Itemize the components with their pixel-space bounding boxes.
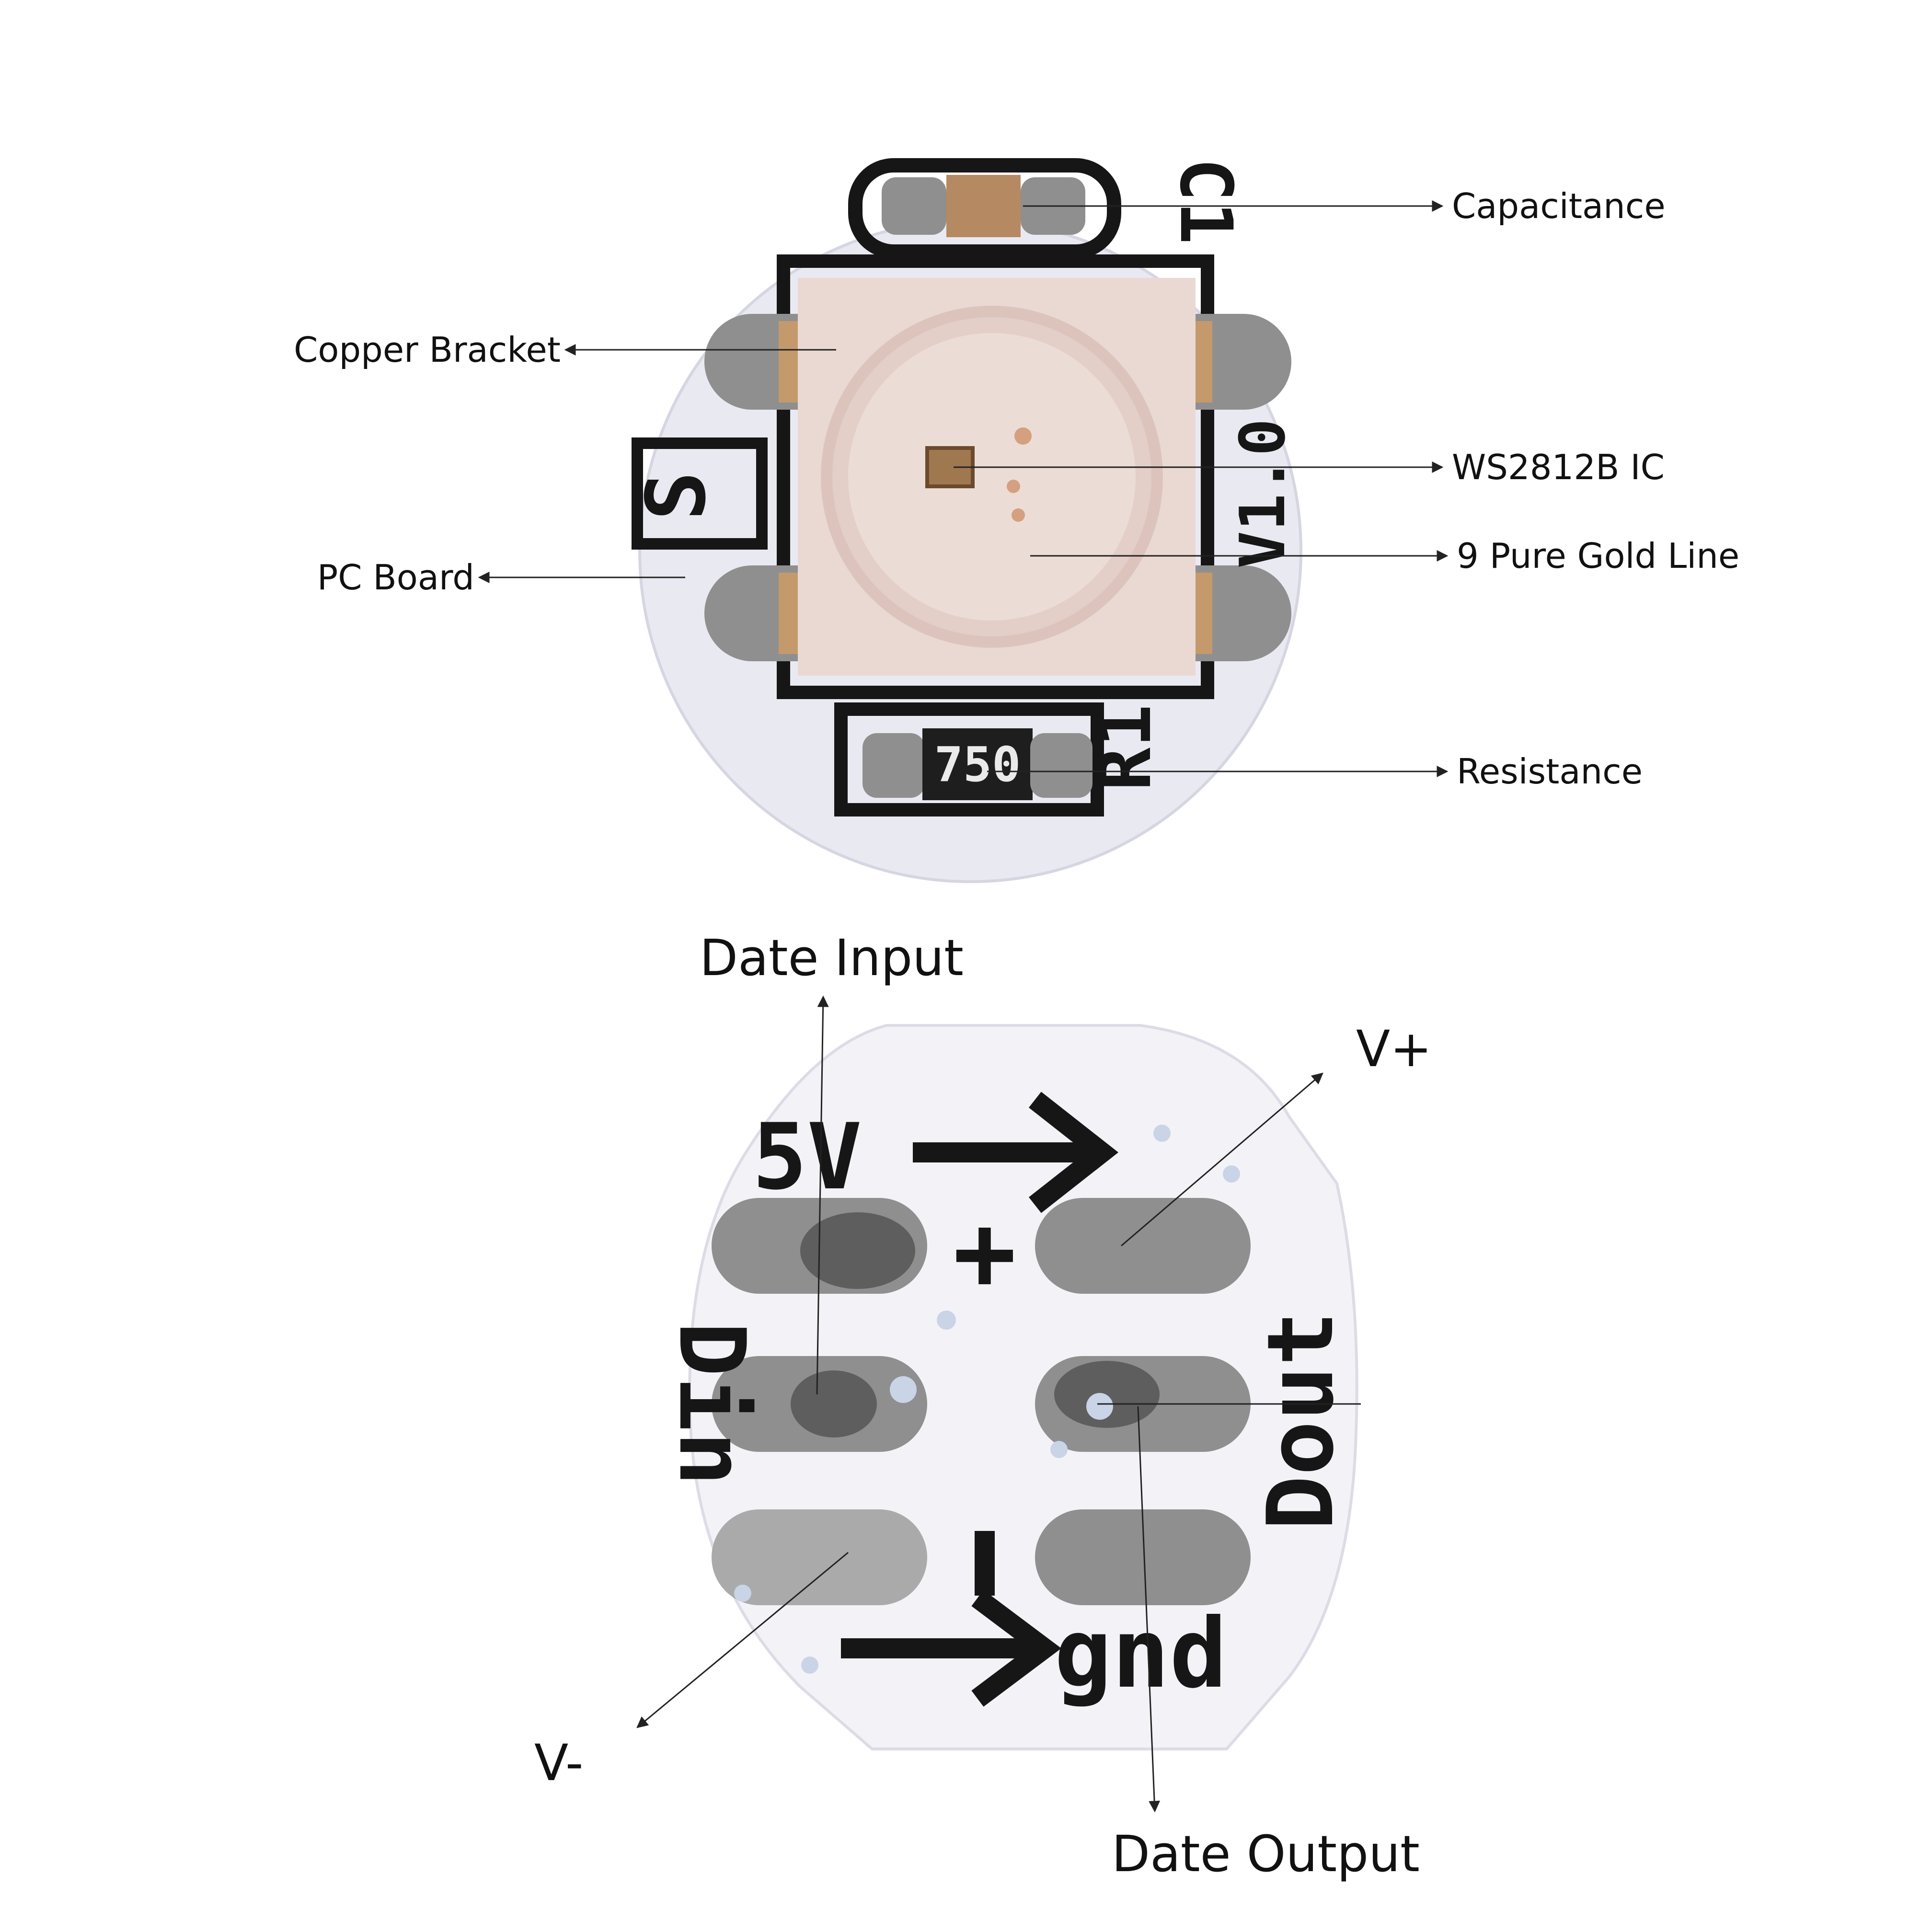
silkscreen-s: S — [629, 472, 724, 520]
silkscreen-version: V1.0 — [1226, 418, 1299, 568]
gold-bond-point — [1012, 508, 1025, 522]
silkscreen-c1: C1 — [1164, 158, 1247, 245]
silkscreen-dout: Dout — [1248, 1311, 1354, 1530]
label-copper-bracket: Copper Bracket — [294, 330, 561, 370]
silkscreen-gnd: gnd — [1054, 1598, 1227, 1710]
pad-gnd-right — [1035, 1509, 1251, 1605]
gold-bond-point — [1007, 480, 1020, 493]
label-capacitance: Capacitance — [1452, 186, 1666, 226]
callout-date-output — [1137, 1406, 1161, 1813]
label-v-minus: V- — [534, 1734, 584, 1792]
led-outline — [777, 254, 1214, 699]
arrow-down-right-icon — [841, 1531, 1061, 1707]
silkscreen-din: Din — [659, 1322, 765, 1486]
silkscreen-plus: + — [953, 1191, 1016, 1314]
led-lens — [848, 333, 1136, 621]
resistor: 750 — [834, 702, 1104, 816]
label-resistance: Resistance — [1457, 751, 1643, 792]
silkscreen-5v: 5V — [752, 1104, 862, 1210]
resistor-code: 750 — [934, 736, 1021, 793]
top-view: C1 S V1.0 — [294, 158, 1739, 883]
bottom-pads — [712, 1198, 1251, 1605]
callout-v-minus — [636, 1552, 849, 1728]
vias — [734, 1125, 1240, 1674]
label-v-plus: V+ — [1356, 1020, 1432, 1078]
pad-vplus-right — [1035, 1198, 1251, 1294]
arrow-right-icon — [913, 1092, 1118, 1213]
gold-bond-point — [1014, 427, 1032, 445]
silkscreen-r1: R1 — [1084, 704, 1167, 791]
callout-v-plus — [1121, 1072, 1323, 1247]
pad-gnd-left — [712, 1509, 927, 1605]
silkscreen-s-box — [632, 437, 768, 550]
label-gold-line: 9 Pure Gold Line — [1457, 536, 1739, 576]
label-date-output: Date Output — [1112, 1825, 1420, 1883]
label-date-input: Date Input — [700, 929, 964, 987]
callout-date-input — [816, 995, 829, 1395]
label-ws2812b-ic: WS2812B IC — [1452, 447, 1665, 487]
capacitor — [848, 158, 1121, 259]
bottom-view: 5V + Din Dout gnd Date Input V+ V- Date … — [534, 929, 1432, 1883]
label-pc-board: PC Board — [317, 557, 474, 598]
